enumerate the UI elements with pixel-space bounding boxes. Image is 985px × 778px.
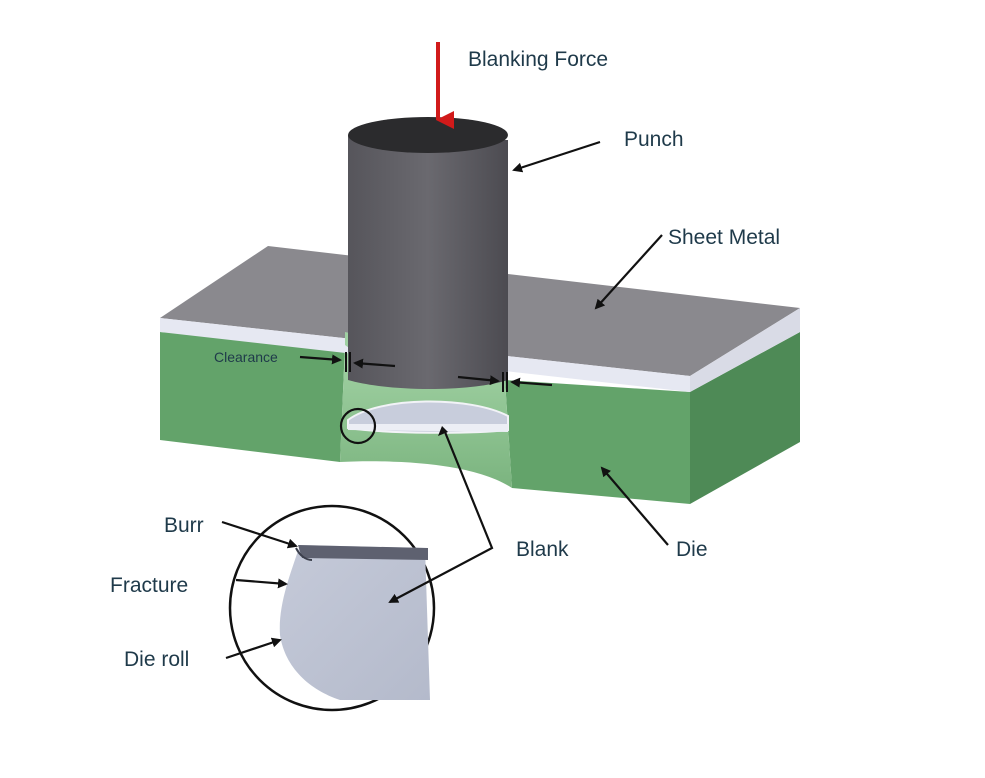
die-arrow: [600, 466, 669, 546]
label-burr: Burr: [164, 514, 204, 537]
label-sheet-metal: Sheet Metal: [668, 226, 780, 249]
label-fracture: Fracture: [110, 574, 188, 597]
label-die-roll: Die roll: [124, 648, 189, 671]
sheet-metal-arrow: [594, 234, 663, 310]
blank-leader: [388, 431, 494, 603]
die-front-right: [505, 380, 690, 504]
zoom-blank-section: [279, 545, 430, 700]
blank-piece: [347, 400, 509, 434]
fracture-arrow: [235, 578, 288, 589]
clearance-arrow-left-out: [299, 354, 342, 365]
die-roll-arrow: [225, 637, 282, 660]
label-blank: Blank: [516, 538, 569, 561]
punch: [348, 117, 508, 389]
label-blanking-force: Blanking Force: [468, 48, 608, 71]
label-punch: Punch: [624, 128, 684, 151]
punch-arrow: [512, 140, 601, 173]
sheet-side-edge: [690, 308, 800, 392]
die-side-face: [690, 332, 800, 504]
clearance-arrow-right-out: [510, 377, 553, 388]
clearance-arrow-right-in: [457, 375, 500, 386]
label-clearance: Clearance: [214, 349, 278, 365]
clearance-arrow-left-in: [353, 358, 396, 369]
zoom-burr-edge: [298, 545, 428, 560]
detail-callout-circle: [339, 407, 377, 445]
die-front-left: [160, 332, 345, 462]
burr-arrow: [221, 520, 298, 549]
punch-body: [348, 135, 508, 389]
label-die: Die: [676, 538, 708, 561]
punch-top: [348, 117, 508, 153]
zoom-detail: [228, 504, 436, 712]
